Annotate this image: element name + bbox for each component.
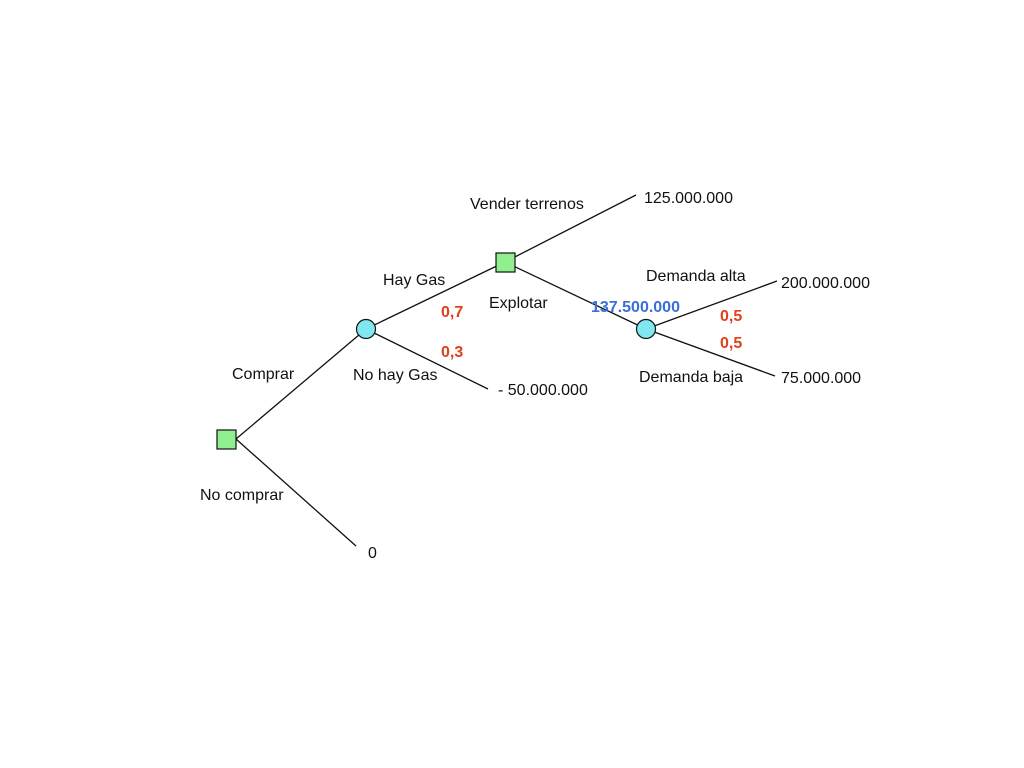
branch-label-comprar: Comprar — [232, 366, 295, 383]
branch-label-demanda-alta: Demanda alta — [646, 268, 746, 285]
edge-comprar — [235, 328, 367, 440]
payoff-vender-terrenos: 125.000.000 — [644, 190, 733, 207]
branch-label-vender-terrenos: Vender terrenos — [470, 196, 584, 213]
payoff-demanda-baja: 75.000.000 — [781, 370, 862, 387]
edge-vender-terrenos — [504, 194, 637, 263]
payoff-demanda-alta: 200.000.000 — [781, 275, 870, 292]
probability-demanda-baja: 0,5 — [720, 335, 743, 352]
probability-no-hay-gas: 0,3 — [441, 344, 464, 361]
decision-node-root — [216, 429, 237, 450]
chance-node-gas — [355, 318, 377, 340]
edge-demanda-baja — [645, 328, 776, 377]
edge-no-comprar — [235, 438, 357, 547]
branch-label-no-comprar: No comprar — [200, 487, 284, 504]
edge-no-hay-gas — [365, 328, 489, 390]
branch-label-demanda-baja: Demanda baja — [639, 369, 744, 386]
chance-node-demanda — [635, 318, 657, 340]
decision-node-explotar — [495, 252, 516, 273]
branch-label-no-hay-gas: No hay Gas — [353, 367, 438, 384]
payoff-no-comprar: 0 — [368, 545, 377, 562]
expected-value-explotar: 137.500.000 — [591, 299, 680, 316]
edge-hay-gas — [365, 261, 506, 330]
payoff-no-hay-gas: - 50.000.000 — [498, 382, 588, 399]
probability-hay-gas: 0,7 — [441, 304, 464, 321]
probability-demanda-alta: 0,5 — [720, 308, 743, 325]
branch-label-hay-gas: Hay Gas — [383, 272, 446, 289]
edge-explotar — [504, 261, 647, 330]
branch-label-explotar: Explotar — [489, 295, 548, 312]
edge-demanda-alta — [645, 280, 778, 330]
